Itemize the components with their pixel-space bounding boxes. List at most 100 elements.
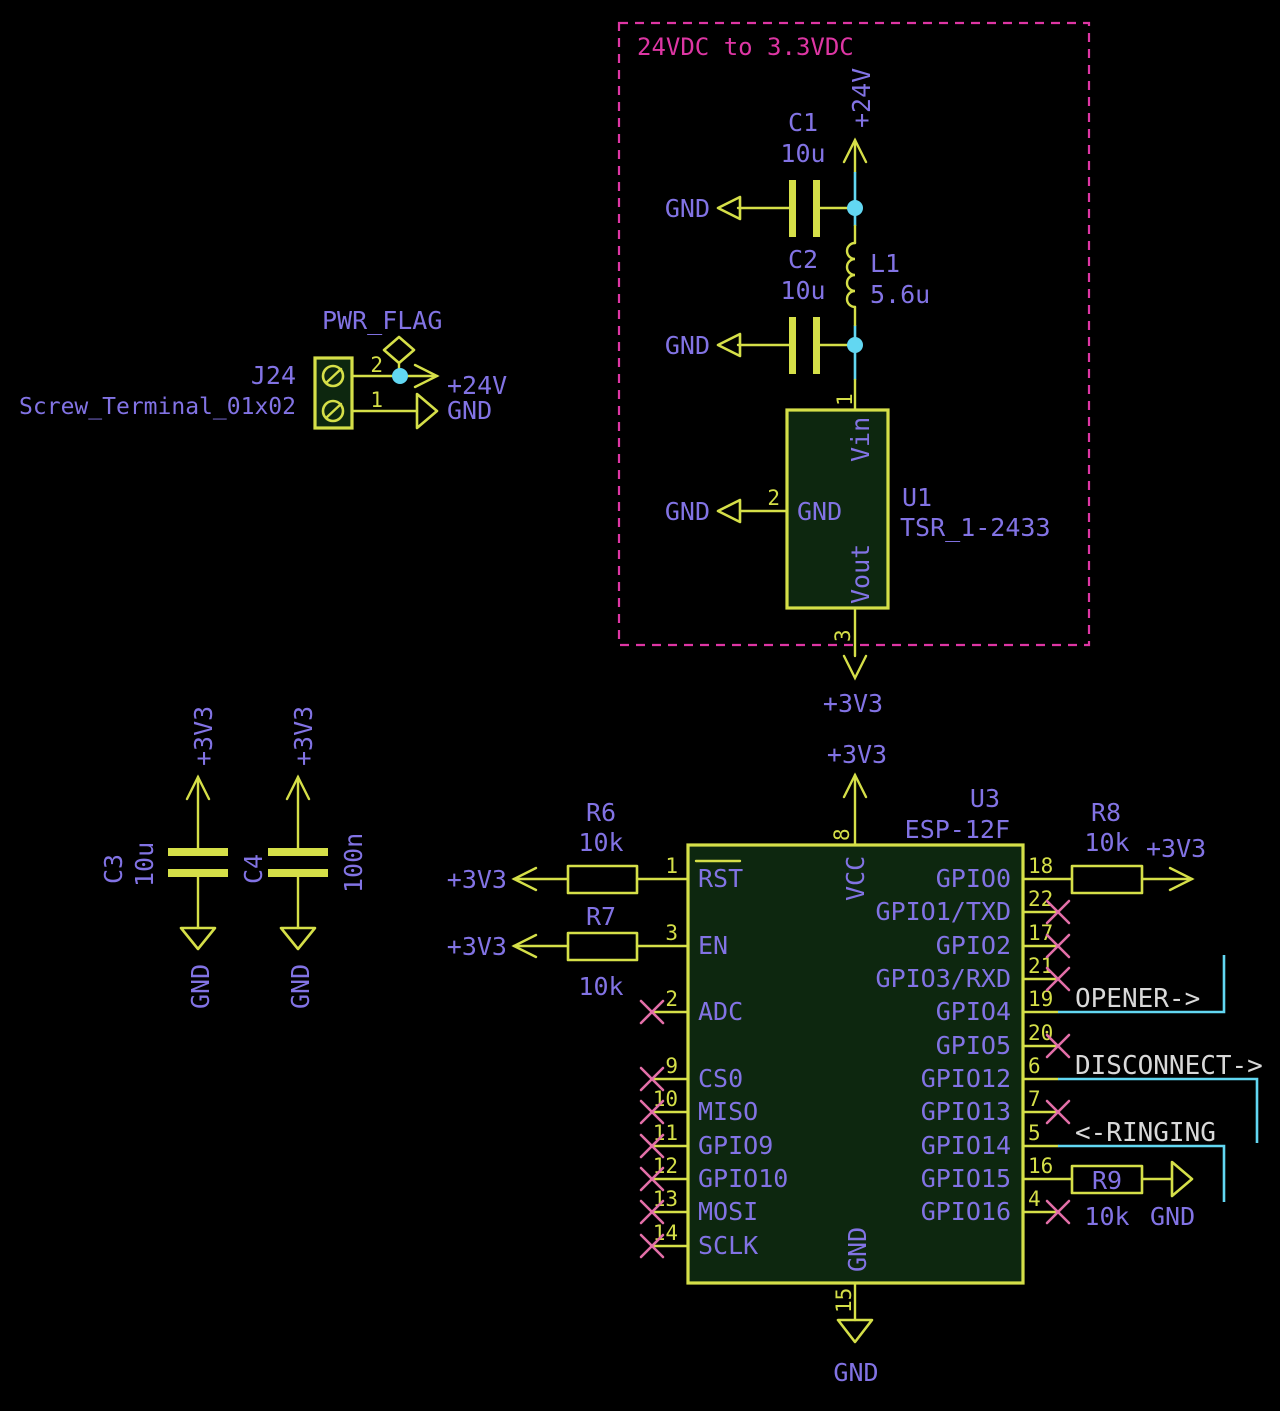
power-symbol-3v3-u1out[interactable]: +3V3 [823, 654, 883, 718]
power-label-3v3[interactable]: +3V3 [447, 865, 507, 894]
junction-dot[interactable] [392, 368, 408, 384]
junction-dot[interactable] [847, 200, 863, 216]
no-connect-x[interactable] [639, 1166, 665, 1192]
u3-value[interactable]: ESP-12F [905, 815, 1010, 844]
power-symbol-24v-j24[interactable]: +24V [413, 363, 507, 400]
no-connect-x[interactable] [1045, 899, 1071, 925]
power-label-3v3[interactable]: +3V3 [827, 740, 887, 769]
component-u1[interactable]: 1 Vin 2 GND Vout 3 U1 TSR_1-2433 [738, 393, 1051, 658]
component-l1[interactable]: L1 5.6u [845, 224, 930, 327]
gnd-label[interactable]: GND [1150, 1202, 1195, 1231]
resistor-body[interactable] [566, 864, 639, 895]
power-label-3v3[interactable]: +3V3 [289, 706, 318, 766]
r8-reference[interactable]: R8 [1091, 798, 1121, 827]
r8-value[interactable]: 10k [1084, 828, 1129, 857]
resistor-body[interactable] [1070, 864, 1144, 895]
no-connect-x[interactable] [639, 1199, 665, 1225]
no-connect-x[interactable] [1045, 933, 1071, 959]
u3-pin-number: 3 [665, 921, 678, 945]
no-connect-x[interactable] [639, 999, 665, 1025]
section-outline[interactable] [617, 21, 1091, 647]
component-r9[interactable]: R9 10k GND [1070, 1160, 1195, 1231]
component-u3[interactable]: U3 ESP-12F +3V3 8 VCC GND 15 GND 1 RST 3… [650, 740, 1074, 1387]
c3-reference[interactable]: C3 [99, 854, 128, 884]
u3-pin-name: GPIO16 [921, 1197, 1011, 1226]
gnd-label[interactable]: GND [447, 396, 492, 425]
power-label-3v3[interactable]: +3V3 [1146, 834, 1206, 863]
power-label-24v[interactable]: +24V [447, 371, 507, 400]
gnd-label[interactable]: GND [665, 331, 710, 360]
r9-reference[interactable]: R9 [1092, 1166, 1122, 1195]
r6-reference[interactable]: R6 [586, 798, 616, 827]
c1-reference[interactable]: C1 [788, 108, 818, 137]
gnd-label[interactable]: GND [286, 964, 315, 1009]
component-c1[interactable]: C1 10u [736, 108, 857, 237]
u3-reference[interactable]: U3 [970, 784, 1000, 813]
r6-value[interactable]: 10k [578, 828, 623, 857]
power-symbol-24v[interactable]: +24V [842, 68, 876, 174]
j24-reference[interactable]: J24 [251, 361, 296, 390]
gnd-label[interactable]: GND [665, 497, 710, 526]
component-c2[interactable]: C2 10u [736, 245, 857, 374]
component-c3[interactable]: +3V3 GND C3 10u [99, 706, 228, 1009]
wire-disconnect[interactable] [1058, 1077, 1259, 1143]
no-connect-x[interactable] [639, 1133, 665, 1159]
j24-value[interactable]: Screw_Terminal_01x02 [19, 394, 296, 420]
gnd-label[interactable]: GND [833, 1358, 878, 1387]
component-j24[interactable]: J24 Screw_Terminal_01x02 2 1 [19, 353, 439, 430]
power-label-3v3[interactable]: +3V3 [189, 706, 218, 766]
net-disconnect[interactable]: DISCONNECT-> [1058, 1051, 1263, 1143]
r7-value[interactable]: 10k [578, 972, 623, 1001]
junction-dot[interactable] [847, 337, 863, 353]
pwr-flag-label[interactable]: PWR_FLAG [322, 306, 442, 335]
no-connect-x[interactable] [1045, 1099, 1071, 1125]
wire-ringing[interactable] [1058, 1144, 1226, 1202]
l1-value[interactable]: 5.6u [870, 280, 930, 309]
no-connect-x[interactable] [639, 1099, 665, 1125]
c2-reference[interactable]: C2 [788, 245, 818, 274]
component-r7[interactable]: R7 10k +3V3 [447, 902, 690, 1001]
pwr-flag-symbol[interactable]: PWR_FLAG [322, 306, 442, 378]
gnd-symbol-c2[interactable]: GND [665, 331, 742, 360]
c3-value[interactable]: 10u [130, 842, 159, 887]
r9-value[interactable]: 10k [1084, 1202, 1129, 1231]
u1-reference[interactable]: U1 [902, 483, 932, 512]
gnd-symbol-c1[interactable]: GND [665, 194, 742, 223]
gnd-symbol-j24[interactable]: GND [415, 392, 492, 430]
c4-value[interactable]: 100n [339, 833, 368, 893]
component-c4[interactable]: +3V3 GND C4 100n [239, 706, 368, 1009]
no-connect-x[interactable] [639, 1066, 665, 1092]
c4-reference[interactable]: C4 [239, 854, 268, 884]
component-r8[interactable]: R8 10k +3V3 [1070, 798, 1206, 895]
c1-value[interactable]: 10u [780, 139, 825, 168]
gnd-label[interactable]: GND [665, 194, 710, 223]
net-label-ringing[interactable]: <-RINGING [1075, 1118, 1216, 1148]
u3-pin-name: VCC [841, 856, 870, 901]
power-label-3v3[interactable]: +3V3 [447, 932, 507, 961]
power-label-24v[interactable]: +24V [847, 68, 876, 128]
no-connect-x[interactable] [1045, 1199, 1071, 1225]
gnd-label[interactable]: GND [186, 964, 215, 1009]
u1-body[interactable] [785, 408, 890, 610]
section-title[interactable]: 24VDC to 3.3VDC [637, 33, 854, 61]
gnd-symbol-u1[interactable]: GND [665, 497, 742, 526]
j24-body[interactable] [313, 356, 354, 430]
resistor-body[interactable] [566, 931, 639, 962]
no-connect-x[interactable] [1045, 1033, 1071, 1059]
net-label-opener[interactable]: OPENER-> [1075, 984, 1200, 1014]
net-opener[interactable]: OPENER-> [1058, 955, 1226, 1014]
c2-value[interactable]: 10u [780, 276, 825, 305]
net-label-disconnect[interactable]: DISCONNECT-> [1075, 1051, 1263, 1081]
net-ringing[interactable]: <-RINGING [1058, 1118, 1226, 1202]
r7-reference[interactable]: R7 [586, 902, 616, 931]
u3-body[interactable] [686, 843, 1025, 1285]
no-connect-x[interactable] [1045, 966, 1071, 992]
component-r6[interactable]: R6 10k +3V3 [447, 798, 690, 895]
power-label-3v3[interactable]: +3V3 [823, 689, 883, 718]
l1-reference[interactable]: L1 [870, 249, 900, 278]
wire-opener[interactable] [1058, 955, 1226, 1014]
u1-value[interactable]: TSR_1-2433 [900, 513, 1051, 542]
no-connect-x[interactable] [639, 1233, 665, 1259]
